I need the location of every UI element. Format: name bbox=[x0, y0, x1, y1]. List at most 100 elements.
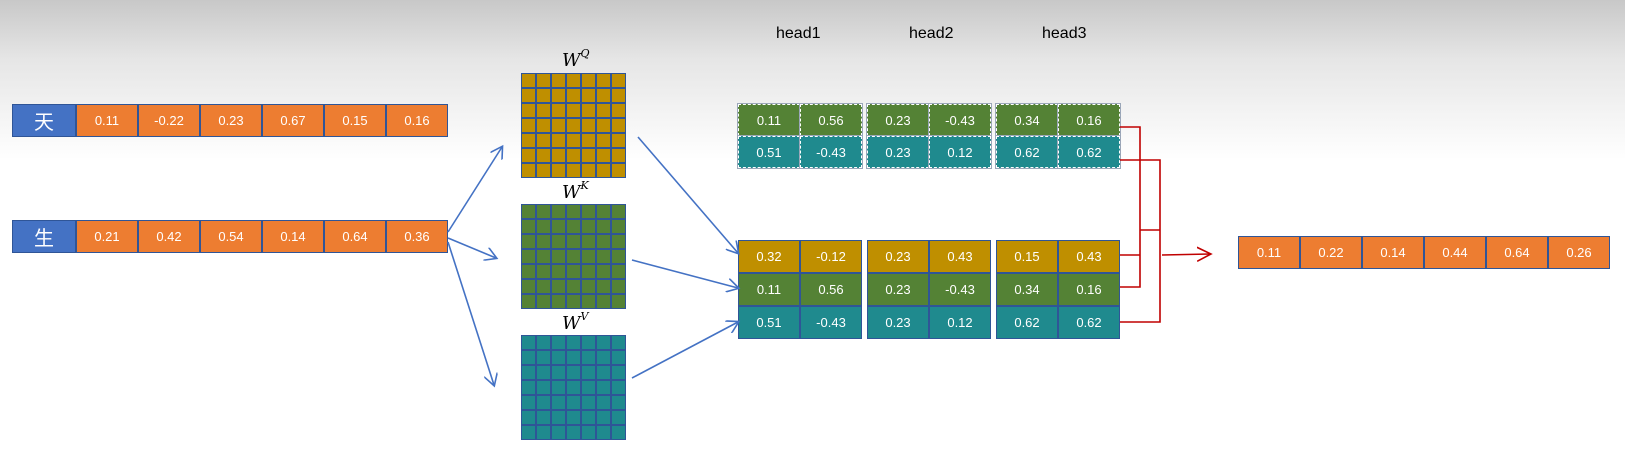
weight-label-superscript: Q bbox=[580, 47, 590, 60]
weight-matrix-cell bbox=[581, 294, 596, 309]
head-value-cell: -0.43 bbox=[800, 306, 862, 339]
weight-matrix-cell bbox=[536, 204, 551, 219]
token-vector-cell: 0.21 bbox=[76, 220, 138, 253]
weight-matrix-cell bbox=[521, 410, 536, 425]
weight-matrix-cell bbox=[596, 88, 611, 103]
weight-matrix-cell bbox=[521, 148, 536, 163]
head-value-cell: -0.43 bbox=[928, 103, 992, 137]
weight-matrix-cell bbox=[611, 410, 626, 425]
weight-matrix-cell bbox=[581, 118, 596, 133]
weight-matrix-cell bbox=[521, 118, 536, 133]
weight-matrix-cell bbox=[596, 294, 611, 309]
weight-matrix-cell bbox=[521, 395, 536, 410]
weight-matrix-cell bbox=[566, 88, 581, 103]
weight-matrix-cell bbox=[611, 279, 626, 294]
weight-matrix-cell bbox=[551, 335, 566, 350]
weight-matrix-cell bbox=[566, 425, 581, 440]
weight-matrix-cell bbox=[581, 88, 596, 103]
weight-matrix-cell bbox=[566, 204, 581, 219]
weight-matrix-cell bbox=[566, 380, 581, 395]
weight-matrix-cell bbox=[566, 73, 581, 88]
head-value-cell: 0.43 bbox=[1058, 240, 1120, 273]
weight-matrix-cell bbox=[596, 163, 611, 178]
weight-matrix-cell bbox=[521, 234, 536, 249]
weight-matrix-cell bbox=[536, 118, 551, 133]
weight-matrix-cell bbox=[581, 264, 596, 279]
weight-matrix-cell bbox=[566, 279, 581, 294]
weight-matrix-cell bbox=[536, 133, 551, 148]
weight-matrix-cell bbox=[551, 279, 566, 294]
arrow-wv-to-v bbox=[631, 322, 738, 379]
weight-matrix-cell bbox=[596, 103, 611, 118]
weight-matrix-cell bbox=[551, 294, 566, 309]
head-value-cell: 0.43 bbox=[929, 240, 991, 273]
weight-matrix-cell bbox=[596, 335, 611, 350]
weight-matrix-cell bbox=[581, 279, 596, 294]
head-value-cell: 0.34 bbox=[996, 273, 1058, 306]
weight-label: WK bbox=[562, 179, 589, 203]
weight-matrix-cell bbox=[611, 249, 626, 264]
head-value-cell: 0.23 bbox=[866, 103, 930, 137]
weight-matrix-cell bbox=[581, 395, 596, 410]
weight-matrix-cell bbox=[551, 410, 566, 425]
weight-matrix-cell bbox=[611, 118, 626, 133]
weight-matrix-cell bbox=[536, 395, 551, 410]
weight-matrix-cell bbox=[566, 163, 581, 178]
weight-matrix-cell bbox=[611, 163, 626, 178]
weight-matrix-cell bbox=[581, 234, 596, 249]
head-value-cell: 0.62 bbox=[995, 135, 1059, 169]
head-value-cell: -0.43 bbox=[929, 273, 991, 306]
arrow-to-wk bbox=[447, 237, 496, 258]
weight-matrix-cell bbox=[581, 204, 596, 219]
head-value-cell: 0.11 bbox=[737, 103, 801, 137]
weight-matrix-cell bbox=[581, 365, 596, 380]
weight-matrix-cell bbox=[521, 350, 536, 365]
token-vector-cell: 0.14 bbox=[262, 220, 324, 253]
weight-matrix-cell bbox=[596, 133, 611, 148]
weight-matrix-cell bbox=[551, 395, 566, 410]
weight-label-base: W bbox=[562, 50, 581, 71]
head-label: head3 bbox=[1042, 25, 1087, 42]
weight-matrix-cell bbox=[551, 365, 566, 380]
weight-matrix-cell bbox=[566, 350, 581, 365]
weight-matrix-cell bbox=[566, 395, 581, 410]
weight-matrix-cell bbox=[536, 410, 551, 425]
weight-matrix-cell bbox=[566, 103, 581, 118]
weight-matrix-cell bbox=[581, 103, 596, 118]
output-vector-cell: 0.11 bbox=[1238, 236, 1300, 269]
weight-matrix-cell bbox=[566, 148, 581, 163]
weight-matrix-cell bbox=[611, 148, 626, 163]
token-char: 生 bbox=[12, 220, 76, 253]
weight-matrix-cell bbox=[581, 163, 596, 178]
weight-label-base: W bbox=[562, 182, 581, 203]
weight-matrix-cell bbox=[611, 335, 626, 350]
weight-matrix-cell bbox=[536, 294, 551, 309]
weight-matrix-cell bbox=[551, 380, 566, 395]
weight-matrix-cell bbox=[521, 88, 536, 103]
weight-matrix-cell bbox=[596, 148, 611, 163]
weight-matrix-cell bbox=[521, 103, 536, 118]
output-vector-cell: 0.22 bbox=[1300, 236, 1362, 269]
output-vector-cell: 0.14 bbox=[1362, 236, 1424, 269]
weight-matrix-cell bbox=[551, 234, 566, 249]
weight-matrix-cell bbox=[566, 118, 581, 133]
weight-label-superscript: K bbox=[580, 179, 589, 192]
weight-matrix-cell bbox=[596, 279, 611, 294]
weight-matrix-cell bbox=[611, 365, 626, 380]
merge-bracket bbox=[1120, 126, 1210, 323]
head-value-cell: 0.56 bbox=[800, 273, 862, 306]
weight-matrix-cell bbox=[536, 350, 551, 365]
head-value-cell: 0.16 bbox=[1057, 103, 1121, 137]
weight-matrix-cell bbox=[521, 133, 536, 148]
head-value-cell: 0.62 bbox=[1058, 306, 1120, 339]
arrow-wk-to-k bbox=[631, 259, 738, 288]
weight-label-superscript: V bbox=[580, 310, 589, 323]
weight-matrix-cell bbox=[551, 219, 566, 234]
head-value-cell: 0.16 bbox=[1058, 273, 1120, 306]
weight-matrix-cell bbox=[521, 335, 536, 350]
head-value-cell: 0.23 bbox=[867, 306, 929, 339]
weight-matrix-cell bbox=[566, 133, 581, 148]
weight-matrix-cell bbox=[521, 294, 536, 309]
token-vector-cell: 0.36 bbox=[386, 220, 448, 253]
